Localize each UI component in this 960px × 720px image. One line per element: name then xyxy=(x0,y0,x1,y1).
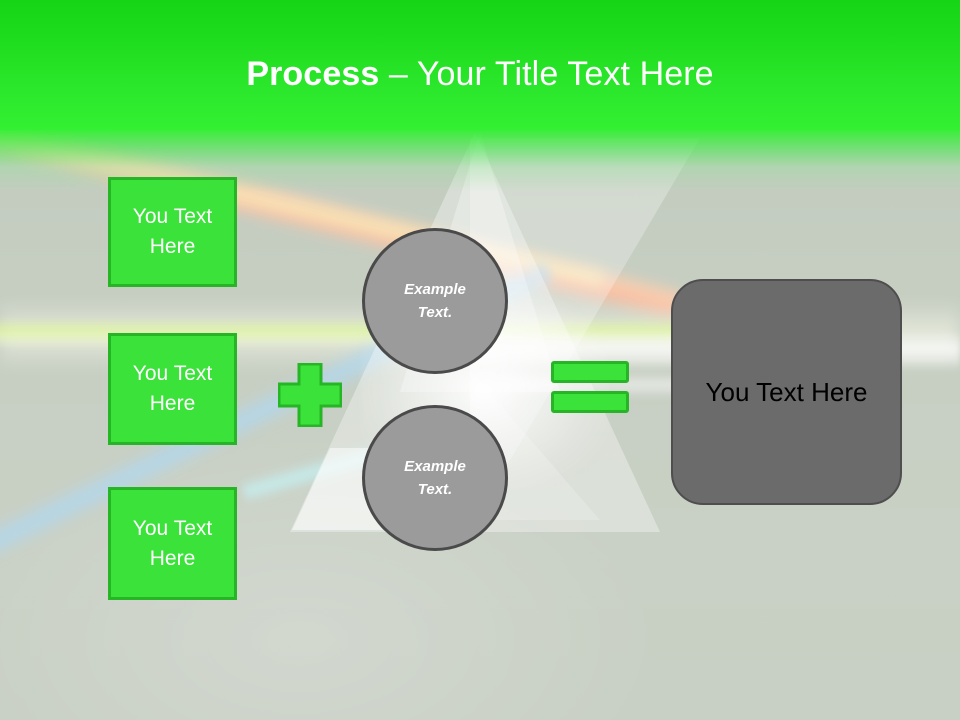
input-box-2-line2: Here xyxy=(149,392,196,415)
equals-icon xyxy=(551,361,629,413)
process-circle-1-line1: Example xyxy=(404,281,466,298)
input-box-1-line1: You Text xyxy=(132,205,213,228)
input-box-2-line1: You Text xyxy=(132,362,213,385)
plus-icon xyxy=(278,363,342,427)
process-circle-1-line2: Text. xyxy=(417,304,453,321)
input-box-3[interactable]: You Text Here xyxy=(108,487,237,600)
process-circle-1[interactable]: Example Text. xyxy=(362,228,508,374)
input-box-2-label: You Text Here xyxy=(133,359,212,419)
input-box-1[interactable]: You Text Here xyxy=(108,177,237,287)
process-circle-2[interactable]: Example Text. xyxy=(362,405,508,551)
result-box[interactable]: You Text Here xyxy=(671,279,902,505)
input-box-3-line1: You Text xyxy=(132,516,213,540)
equals-bar-top xyxy=(551,361,629,383)
page-title: Process – Your Title Text Here xyxy=(0,52,960,96)
page-title-rest: – Your Title Text Here xyxy=(379,55,714,93)
process-circle-1-label: Example Text. xyxy=(404,278,466,324)
header-bar xyxy=(0,0,960,130)
input-box-2[interactable]: You Text Here xyxy=(108,333,237,445)
process-circle-2-line1: Example xyxy=(404,458,466,475)
process-circle-2-label: Example Text. xyxy=(404,455,466,501)
page-title-bold: Process xyxy=(246,55,380,93)
process-circle-2-line2: Text. xyxy=(417,481,453,498)
result-box-label: You Text Here xyxy=(705,377,868,407)
input-box-3-line2: Here xyxy=(149,546,196,570)
input-box-1-label: You Text Here xyxy=(133,202,212,262)
input-box-1-line2: Here xyxy=(149,235,196,258)
input-box-3-label: You Text Here xyxy=(133,514,212,574)
equals-bar-bottom xyxy=(551,391,629,413)
